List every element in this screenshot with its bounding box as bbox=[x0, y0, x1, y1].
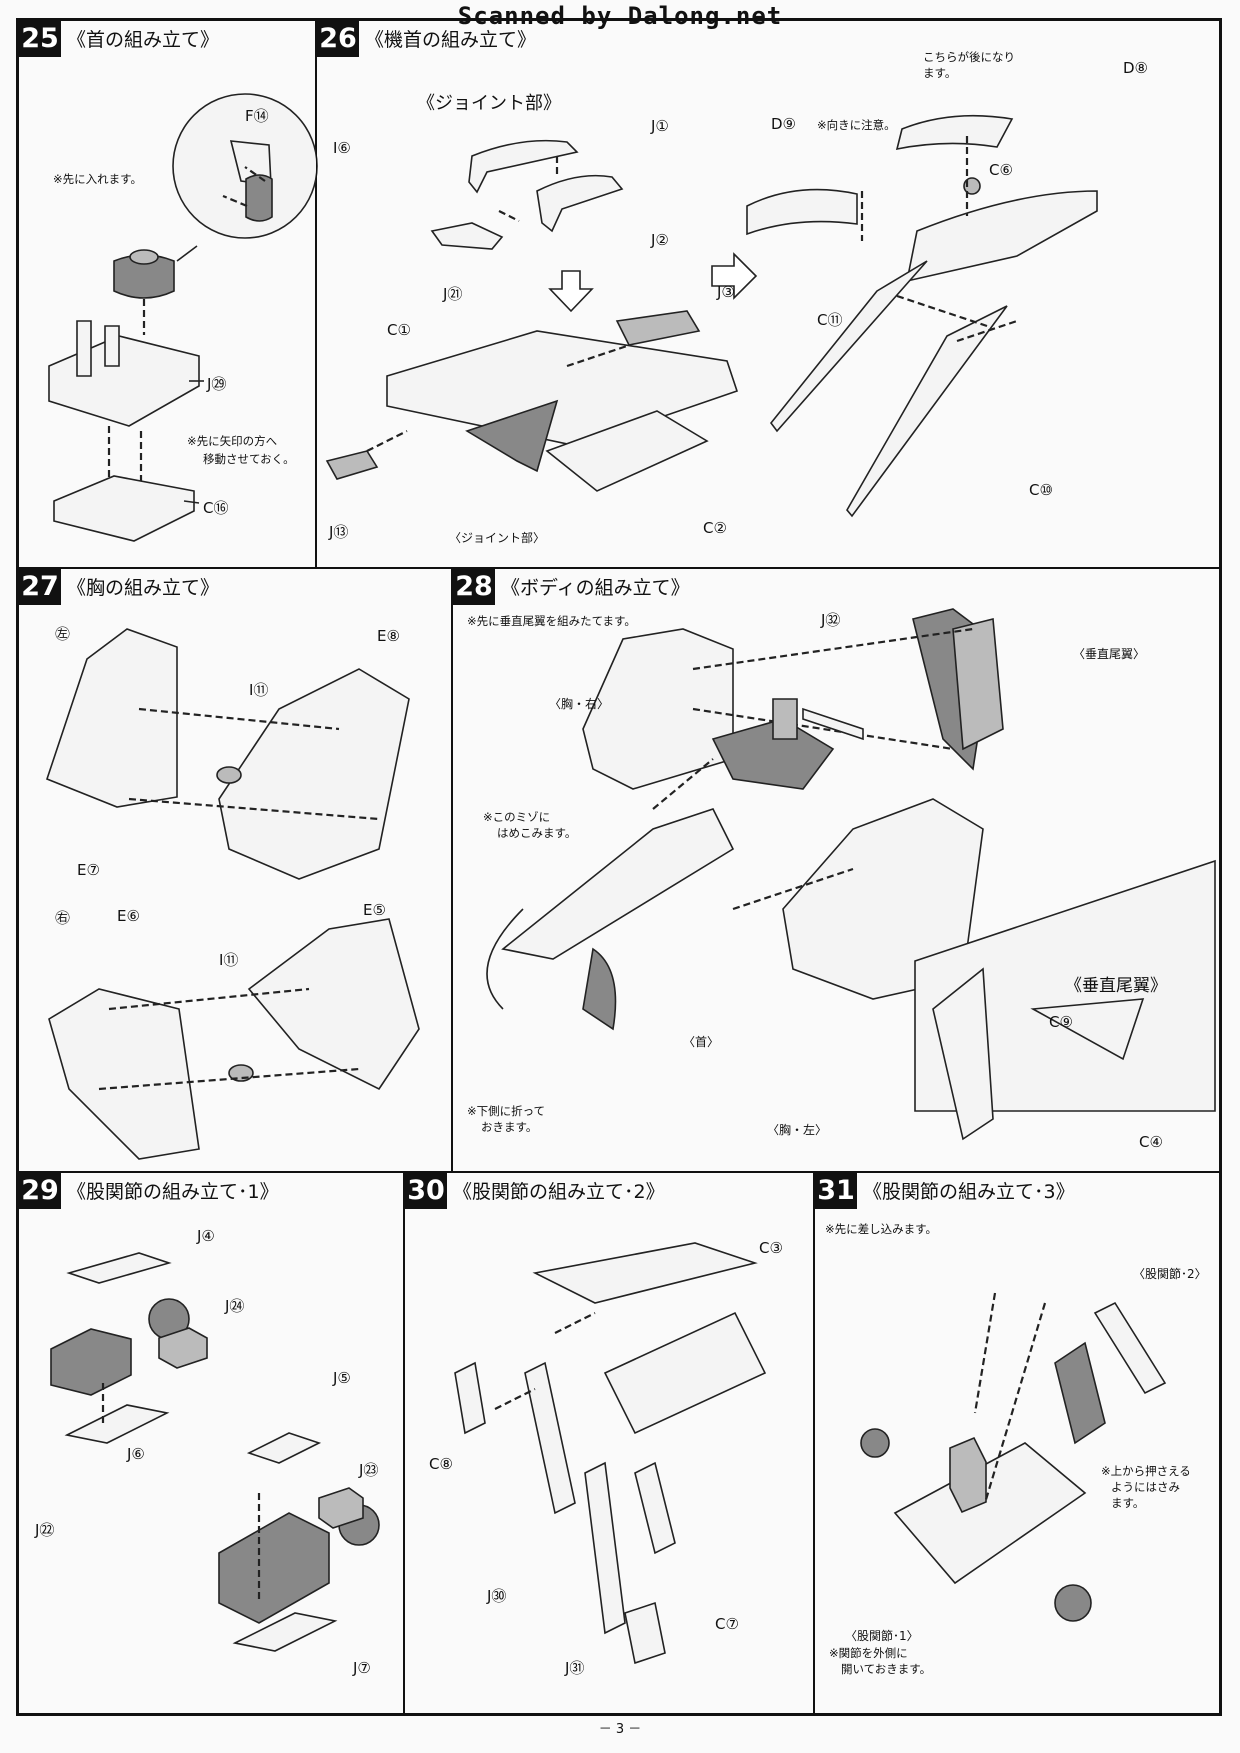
note: ※向きに注意。 bbox=[817, 118, 896, 132]
note: ※先に垂直尾翼を組みたてます。 bbox=[467, 614, 636, 628]
note: こちらが後になり bbox=[923, 50, 1015, 64]
note: 開いておきます。 bbox=[841, 1662, 932, 1676]
part-label: J㉛ bbox=[565, 1659, 585, 1677]
step-number: 31 bbox=[815, 1173, 857, 1209]
part-label: 〈垂直尾翼〉 bbox=[1073, 647, 1146, 661]
panel-title: 《首の組み立て》 bbox=[67, 29, 220, 51]
panel-27: 27 《胸の組み立て》 ㊧ E⑧ I⑪ E⑦ ㊨ E⑥ I⑪ E⑤ bbox=[18, 568, 452, 1172]
step-number: 27 bbox=[19, 569, 61, 605]
part-label: J㉜ bbox=[821, 611, 841, 629]
neck-diagram bbox=[48, 93, 318, 542]
step-number: 26 bbox=[317, 21, 359, 57]
part-label: I⑪ bbox=[219, 951, 239, 969]
note: ※先に入れます。 bbox=[53, 172, 142, 186]
part-label: C③ bbox=[759, 1239, 783, 1257]
part-label: E⑤ bbox=[363, 901, 386, 919]
panel-title: 《股関節の組み立て･2》 bbox=[453, 1181, 665, 1203]
panel-29: 29 《股関節の組み立て･1》 J④ J㉔ J⑥ J㉒ J⑤ J㉓ J⑦ bbox=[18, 1172, 404, 1714]
panel-30: 30 《股関節の組み立て･2》 C③ C⑧ J㉚ J㉛ C⑦ bbox=[404, 1172, 814, 1714]
note: ※先に矢印の方へ bbox=[187, 434, 278, 448]
part-label: E⑦ bbox=[77, 861, 100, 879]
part-label: C① bbox=[387, 321, 411, 339]
part-label: E⑥ bbox=[117, 907, 140, 925]
note: ※関節を外側に bbox=[829, 1646, 908, 1660]
panel-title: 《股関節の組み立て･1》 bbox=[67, 1181, 279, 1203]
nose-diagram bbox=[325, 114, 1098, 518]
part-label: 〈胸・右〉 bbox=[549, 697, 610, 711]
note: 移動させておく。 bbox=[203, 452, 295, 466]
part-label: J⑦ bbox=[353, 1659, 371, 1677]
note: ます。 bbox=[1111, 1496, 1145, 1510]
hip-joint-2-diagram bbox=[454, 1242, 767, 1665]
step-number: 28 bbox=[453, 569, 495, 605]
part-label: C④ bbox=[1139, 1133, 1163, 1151]
panel-title: 《胸の組み立て》 bbox=[67, 577, 220, 599]
panel-title: 《股関節の組み立て･3》 bbox=[863, 1181, 1075, 1203]
part-label: C② bbox=[703, 519, 727, 537]
part-label: J㉔ bbox=[225, 1297, 245, 1315]
note: ます。 bbox=[923, 66, 957, 80]
part-label: C⑪ bbox=[817, 311, 843, 329]
part-label: J③ bbox=[717, 283, 735, 301]
note: はめこみます。 bbox=[497, 826, 577, 840]
panel-28: 28 《ボディの組み立て》 ※先に垂直尾翼を組みたてます。 J㉜ 〈垂直尾翼〉 … bbox=[452, 568, 1220, 1172]
part-label: I⑥ bbox=[333, 139, 351, 157]
part-label: J㉙ bbox=[207, 375, 227, 393]
panel-25: 25 《首の組み立て》 F⑭ I⑥ ※先に入れます。 J㉙ ※先に矢印の方へ 移… bbox=[18, 20, 351, 568]
panel-26: 26 《機首の組み立て》 《ジョイント部》 J① J② J㉑ bbox=[316, 20, 1220, 568]
instruction-sheet: 25 《首の組み立て》 F⑭ I⑥ ※先に入れます。 J㉙ ※先に矢印の方へ 移… bbox=[16, 18, 1222, 1716]
subdiagram-title: 《垂直尾翼》 bbox=[1065, 976, 1167, 996]
part-label: F⑭ bbox=[245, 107, 269, 125]
part-label: 〈胸・左〉 bbox=[767, 1123, 828, 1137]
part-label: J㉚ bbox=[487, 1587, 507, 1605]
note: ※下側に折って bbox=[467, 1104, 546, 1118]
hip-joint-3-diagram bbox=[860, 1292, 1167, 1622]
part-label: C⑥ bbox=[989, 161, 1013, 179]
page-number: － 3 － bbox=[598, 1722, 642, 1737]
part-label: C⑨ bbox=[1049, 1013, 1073, 1031]
part-label: 〈ジョイント部〉 bbox=[449, 531, 546, 545]
note: ※このミゾに bbox=[483, 810, 551, 824]
part-label: ㊨ bbox=[55, 909, 71, 927]
part-label: J㉒ bbox=[35, 1521, 55, 1539]
panel-title: 《機首の組み立て》 bbox=[365, 29, 537, 51]
part-label: E⑧ bbox=[377, 627, 400, 645]
part-label: J⑤ bbox=[333, 1369, 351, 1387]
watermark: Scanned by Dalong.net bbox=[457, 2, 783, 30]
part-label: J② bbox=[651, 231, 669, 249]
panel-31: 31 《股関節の組み立て･3》 ※先に差し込みます。 〈股関節･2〉 ※上から押… bbox=[814, 1172, 1220, 1714]
part-label: 〈首〉 bbox=[683, 1035, 720, 1049]
body-diagram bbox=[486, 608, 1216, 1141]
note: ※先に差し込みます。 bbox=[825, 1222, 937, 1236]
part-label: D⑧ bbox=[1123, 59, 1148, 77]
note: おきます。 bbox=[481, 1120, 538, 1134]
part-label: J⑥ bbox=[127, 1445, 145, 1463]
part-label: J㉑ bbox=[443, 285, 463, 303]
part-label: J㉓ bbox=[359, 1461, 379, 1479]
panel-subtitle: 《ジョイント部》 bbox=[417, 93, 561, 114]
part-label: 〈股関節･2〉 bbox=[1133, 1267, 1207, 1281]
step-number: 30 bbox=[405, 1173, 447, 1209]
part-label: J④ bbox=[197, 1227, 215, 1245]
part-label: D⑨ bbox=[771, 115, 796, 133]
part-label: C⑯ bbox=[203, 499, 229, 517]
hip-joint-1-diagram bbox=[50, 1252, 380, 1652]
part-label: 〈股関節･1〉 bbox=[845, 1629, 919, 1643]
part-label: J⑬ bbox=[329, 523, 349, 541]
note: ※上から押さえる bbox=[1101, 1464, 1191, 1478]
chest-diagram bbox=[46, 628, 420, 1160]
part-label: ㊧ bbox=[55, 625, 71, 643]
step-number: 29 bbox=[19, 1173, 61, 1209]
part-label: J① bbox=[651, 117, 669, 135]
part-label: C⑦ bbox=[715, 1615, 739, 1633]
part-label: I⑪ bbox=[249, 681, 269, 699]
note: ようにはさみ bbox=[1111, 1480, 1180, 1494]
part-label: C⑧ bbox=[429, 1455, 453, 1473]
step-number: 25 bbox=[19, 21, 61, 57]
part-label: C⑩ bbox=[1029, 481, 1053, 499]
panel-title: 《ボディの組み立て》 bbox=[501, 577, 690, 599]
